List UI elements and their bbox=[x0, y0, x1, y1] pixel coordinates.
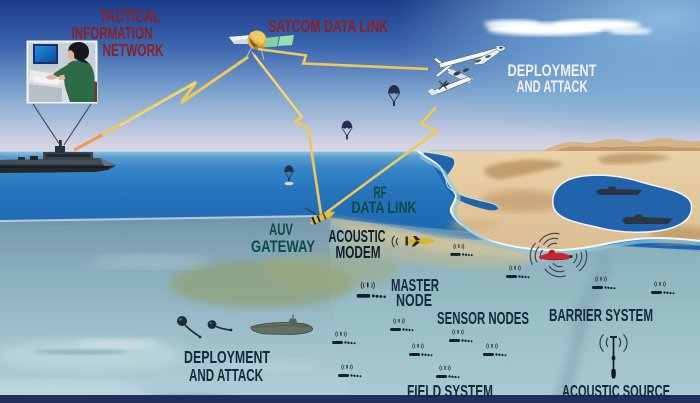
svg-text:DEPLOYMENT: DEPLOYMENT bbox=[184, 347, 270, 367]
svg-text:DEPLOYMENT: DEPLOYMENT bbox=[508, 61, 597, 80]
svg-text:ACOUSTIC: ACOUSTIC bbox=[329, 226, 386, 246]
svg-text:GATEWAY: GATEWAY bbox=[251, 237, 316, 256]
svg-text:SENSOR NODES: SENSOR NODES bbox=[437, 308, 529, 328]
svg-text:MASTER: MASTER bbox=[391, 275, 439, 295]
svg-text:AUV: AUV bbox=[269, 220, 293, 239]
svg-text:TACTICAL: TACTICAL bbox=[100, 6, 161, 26]
svg-text:BARRIER SYSTEM: BARRIER SYSTEM bbox=[549, 305, 653, 325]
svg-text:ACOUSTIC SOURCE: ACOUSTIC SOURCE bbox=[562, 381, 670, 401]
svg-text:AND ATTACK: AND ATTACK bbox=[517, 77, 588, 96]
svg-text:MODEM: MODEM bbox=[336, 242, 381, 262]
svg-text:SATCOM DATA LINK: SATCOM DATA LINK bbox=[268, 16, 388, 36]
svg-text:DATA LINK: DATA LINK bbox=[352, 198, 418, 217]
svg-text:NODE: NODE bbox=[396, 290, 432, 310]
svg-text:INFORMATION: INFORMATION bbox=[72, 23, 153, 43]
svg-text:AND ATTACK: AND ATTACK bbox=[189, 365, 263, 385]
svg-text:NETWORK: NETWORK bbox=[103, 40, 164, 60]
svg-text:FIELD SYSTEM: FIELD SYSTEM bbox=[407, 381, 493, 401]
svg-text:RF: RF bbox=[374, 183, 387, 202]
